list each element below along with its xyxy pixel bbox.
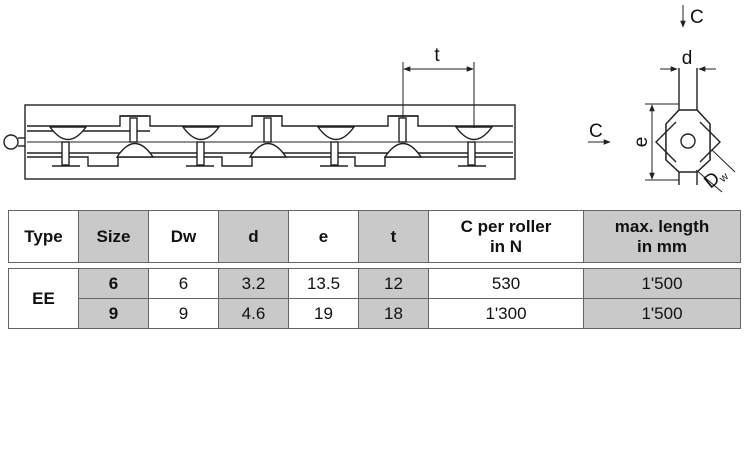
header-d: d: [218, 210, 289, 263]
label-e: e: [631, 137, 652, 148]
header-size: Size: [78, 210, 149, 263]
label-c-side: C: [589, 121, 603, 142]
cell-t: 12: [358, 268, 429, 299]
cell-c: 1'300: [428, 298, 584, 329]
header-max-length: max. length in mm: [583, 210, 741, 263]
cell-d: 4.6: [218, 298, 289, 329]
cell-dw: 6: [148, 268, 219, 299]
cell-type: EE: [8, 268, 79, 329]
header-type: Type: [8, 210, 79, 263]
table-row: EE 6 6 3.2 13.5 12 530 1'500: [8, 268, 741, 329]
cell-size: 9: [78, 298, 149, 329]
spec-table: Type Size Dw d e t C per roller in N max…: [8, 210, 741, 329]
rail-side-view: [3, 104, 516, 180]
cell-d: 3.2: [218, 268, 289, 299]
cell-e: 13.5: [288, 268, 359, 299]
cell-e: 19: [288, 298, 359, 329]
label-dw: Dw: [700, 163, 731, 194]
table-row: 9 9 4.6 19 18 1'300 1'500: [9, 298, 741, 329]
header-c-per-roller: C per roller in N: [428, 210, 584, 263]
dimension-dw: [695, 149, 736, 193]
technical-drawing: t d e C C Dw: [3, 5, 736, 194]
table-header-row: Type Size Dw d e t C per roller in N max…: [8, 210, 741, 263]
cell-max-length: 1'500: [583, 268, 741, 299]
dimension-t: [402, 62, 475, 128]
label-d: d: [682, 48, 693, 69]
cell-t: 18: [358, 298, 429, 329]
cell-size: 6: [78, 268, 149, 299]
label-t: t: [434, 45, 440, 66]
header-t: t: [358, 210, 429, 263]
cell-max-length: 1'500: [583, 298, 741, 329]
end-cap-icon: [3, 134, 19, 150]
dimension-e: [645, 103, 679, 181]
label-c-top: C: [690, 7, 704, 28]
cell-c: 530: [428, 268, 584, 299]
header-dw: Dw: [148, 210, 219, 263]
header-e: e: [288, 210, 359, 263]
cell-dw: 9: [148, 298, 219, 329]
rail-cross-section: [655, 68, 721, 185]
